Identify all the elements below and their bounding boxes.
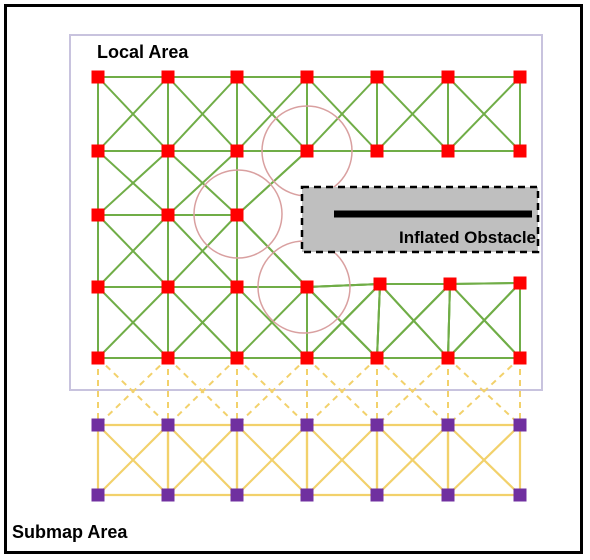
submap-node [370, 418, 384, 432]
local-edge [376, 76, 449, 152]
local-node [443, 277, 457, 291]
local-node [370, 351, 384, 365]
local-edge [306, 283, 381, 359]
submap-node [91, 418, 105, 432]
inflated-obstacle [300, 185, 540, 254]
local-area-label: Local Area [97, 42, 189, 62]
local-node [441, 351, 455, 365]
local-edge [97, 214, 169, 288]
local-edge [97, 150, 169, 216]
submap-node [300, 418, 314, 432]
local-node [513, 351, 527, 365]
local-node [161, 280, 175, 294]
local-node [230, 70, 244, 84]
local-node [300, 144, 314, 158]
inflated-obstacle-label: Inflated Obstacle [399, 228, 536, 247]
local-node [161, 351, 175, 365]
local-node [91, 70, 105, 84]
local-node [300, 280, 314, 294]
local-area-boundary [69, 34, 543, 391]
local-node [513, 276, 527, 290]
local-edges [97, 76, 521, 359]
local-node [91, 280, 105, 294]
local-node [161, 70, 175, 84]
local-node [91, 144, 105, 158]
local-node [300, 351, 314, 365]
submap-node [441, 488, 455, 502]
local-node [441, 144, 455, 158]
local-edge [167, 286, 238, 359]
local-edge [306, 283, 381, 288]
submap-node [513, 488, 527, 502]
submap-node [230, 418, 244, 432]
local-node [370, 70, 384, 84]
local-edge [97, 286, 169, 359]
submap-node [230, 488, 244, 502]
local-edge [236, 150, 308, 216]
local-node [161, 144, 175, 158]
local-node [91, 208, 105, 222]
submap-node [161, 418, 175, 432]
submap-edge [306, 424, 378, 496]
local-node [161, 208, 175, 222]
submap-edge [167, 424, 238, 496]
submap-area-label: Submap Area [12, 522, 128, 542]
local-edge [447, 283, 451, 359]
connector-edge [447, 357, 521, 426]
local-edge [167, 150, 238, 216]
local-node [373, 277, 387, 291]
local-node [300, 70, 314, 84]
submap-edge [236, 424, 308, 496]
submap-node [441, 418, 455, 432]
local-node [91, 351, 105, 365]
local-node [230, 351, 244, 365]
local-edge [306, 76, 378, 152]
submap-node [513, 418, 527, 432]
submap-node [300, 488, 314, 502]
local-node [230, 208, 244, 222]
inflation-circle [193, 169, 283, 259]
local-edge [167, 76, 238, 152]
local-edge [447, 76, 521, 152]
local-node [230, 280, 244, 294]
local-edge [236, 76, 308, 152]
submap-edge [376, 424, 449, 496]
submap-edge [97, 424, 169, 496]
submap-node [370, 488, 384, 502]
connector-edge [167, 357, 238, 426]
connector-edge [306, 357, 378, 426]
local-node [513, 70, 527, 84]
local-node [513, 144, 527, 158]
graph-nodes [91, 70, 527, 502]
connector-edge [97, 357, 169, 426]
local-edge [449, 282, 521, 285]
submap-node [161, 488, 175, 502]
connector-edge [376, 357, 449, 426]
local-node [370, 144, 384, 158]
local-edge [236, 286, 308, 359]
local-edge [376, 283, 451, 359]
connector-edge [236, 357, 308, 426]
submap-node [91, 488, 105, 502]
local-edge [236, 214, 308, 288]
local-edge [167, 214, 238, 288]
local-node [230, 144, 244, 158]
local-node [441, 70, 455, 84]
local-edge [97, 76, 169, 152]
local-edge [376, 283, 381, 359]
submap-edge [447, 424, 521, 496]
inflated-obstacle-region [300, 185, 540, 254]
local-edge [449, 283, 521, 359]
local-edge [447, 282, 521, 359]
